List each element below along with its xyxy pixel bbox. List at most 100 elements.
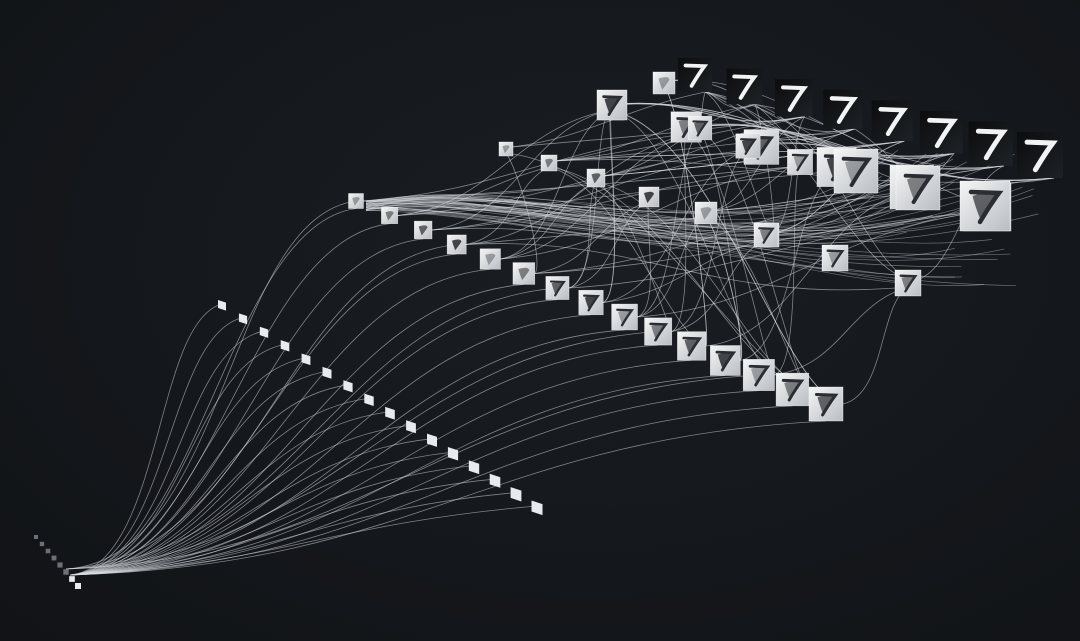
connection-line: [365, 205, 998, 260]
digit-seven-glyph: [758, 227, 775, 244]
pool-2-node: [498, 141, 514, 157]
input-node-square: [63, 569, 69, 575]
feature-map-square: [479, 248, 501, 270]
connection-line: [69, 344, 659, 576]
connection-line: [705, 91, 915, 282]
digit-seven-glyph: [829, 96, 859, 124]
connection-line: [365, 149, 899, 220]
digit-seven-glyph: [732, 74, 759, 100]
feature-activation-blob: [694, 121, 706, 136]
connection-line: [772, 153, 955, 234]
connection-line: [637, 200, 651, 318]
connection-line: [69, 411, 391, 576]
dense-node-square: [468, 460, 480, 475]
input-node: [45, 548, 51, 554]
feature-activation-blob: [700, 207, 712, 220]
input-node-square: [75, 583, 81, 589]
feature-activation-blob: [518, 267, 530, 281]
connection-line: [397, 109, 611, 216]
dense-1-node: [301, 353, 311, 366]
conv-2-node: [742, 359, 775, 391]
connection-line: [365, 161, 967, 220]
connection-line: [705, 216, 743, 361]
pool-2-node: [638, 186, 660, 208]
feature-activation-blob: [485, 253, 496, 266]
feature-map-square: [742, 359, 775, 391]
dense-node-square: [218, 299, 226, 311]
conv-2-node: [512, 262, 536, 285]
feature-map-square: [348, 193, 364, 209]
dense-node-square: [406, 420, 416, 434]
connection-line: [774, 286, 909, 376]
conv-2-node: [348, 193, 364, 209]
connection-line: [466, 166, 550, 245]
connection-line: [365, 188, 1035, 229]
connection-line: [65, 200, 357, 570]
connection-line: [774, 165, 801, 376]
input-node: [75, 583, 81, 589]
feature-activation-blob: [591, 173, 601, 184]
feature-map-node: [821, 244, 849, 272]
pool-1-node: [787, 149, 813, 175]
conv-2-node: [808, 386, 844, 422]
dense-node-square: [301, 353, 311, 366]
connection-line: [365, 198, 962, 278]
input-image-square: [1017, 132, 1063, 178]
digit-seven-glyph: [583, 294, 601, 312]
connection-line: [363, 131, 701, 202]
input-image-node: [920, 110, 963, 154]
dense-1-node: [259, 326, 269, 338]
digit-seven-glyph: [748, 364, 771, 387]
input-image-square: [968, 121, 1013, 166]
dense-1-node: [280, 340, 290, 352]
dense-node-square: [322, 366, 332, 379]
conv-2-node: [479, 248, 501, 270]
feature-map-node: [753, 222, 779, 248]
connections-group: [65, 79, 1054, 576]
feature-activation-blob: [751, 366, 767, 385]
connection-line: [603, 110, 616, 303]
connection-line: [365, 194, 992, 244]
connection-line: [365, 202, 895, 248]
connection-line: [365, 186, 945, 230]
feature-activation-blob: [651, 324, 665, 340]
feature-map-square: [833, 148, 879, 194]
digit-seven-glyph: [740, 138, 757, 155]
connection-line: [365, 206, 1039, 244]
input-image-square: [774, 79, 813, 117]
dense-node-square: [364, 393, 374, 407]
connection-line: [365, 204, 1011, 256]
conv-2-node: [413, 220, 433, 240]
dense-1-node: [510, 487, 522, 502]
connection-line: [705, 190, 912, 347]
dense-node-square: [510, 487, 522, 502]
pool-1-node: [735, 133, 761, 159]
connection-line: [365, 200, 1012, 237]
connection-line: [365, 175, 937, 239]
connection-line: [365, 171, 949, 224]
dense-node-square: [259, 326, 269, 338]
dense-1-node: [385, 406, 395, 420]
connection-line: [69, 253, 457, 576]
feature-activation-blob: [451, 239, 462, 251]
connection-line: [603, 149, 749, 303]
digit-seven-glyph: [1024, 139, 1058, 173]
connection-line: [69, 438, 433, 576]
input-node: [69, 576, 75, 582]
digit-seven-glyph: [791, 153, 810, 172]
connection-line: [534, 210, 988, 274]
connection-line: [466, 131, 701, 245]
connection-line: [365, 200, 916, 285]
dense-1-node: [531, 500, 543, 516]
connection-line: [431, 227, 768, 245]
digit-seven-glyph: [814, 392, 839, 417]
feature-map-node: [895, 165, 941, 211]
feature-activation-blob: [901, 276, 915, 291]
feature-activation-blob: [545, 158, 553, 168]
feature-activation-blob: [352, 197, 360, 206]
input-image-node: [968, 121, 1013, 166]
connection-line: [69, 299, 558, 576]
input-image-square: [871, 100, 913, 142]
dense-1-node: [364, 393, 374, 407]
